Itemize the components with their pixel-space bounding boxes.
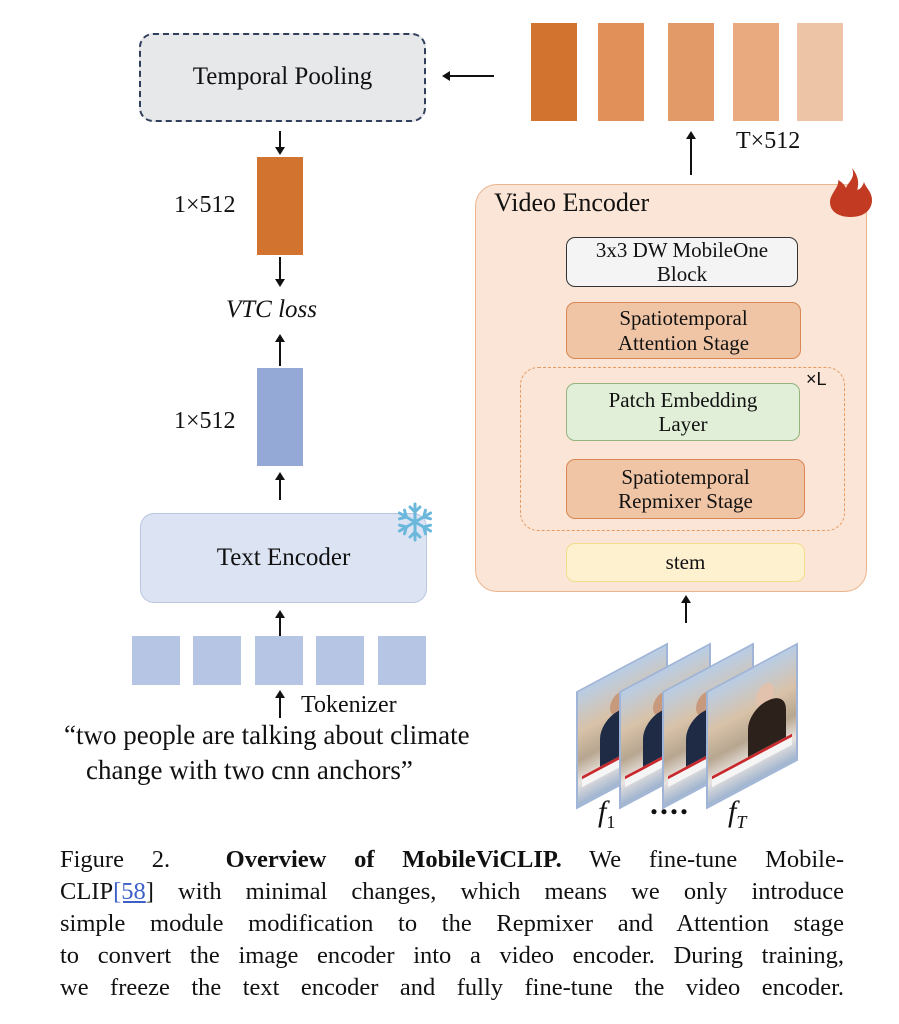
fire-icon <box>830 168 872 217</box>
attention-stage-block: Spatiotemporal Attention Stage <box>566 302 801 359</box>
text-feature-dim-label: 1×512 <box>174 408 236 434</box>
stem-block: stem <box>566 543 805 582</box>
arrow-features-to-pooling <box>442 71 494 81</box>
arrow-frames-to-encoder <box>681 595 691 623</box>
arrow-feature-to-loss <box>275 257 285 287</box>
frame-first-label: f1 <box>598 795 616 832</box>
repmixer-stage-block: Spatiotemporal Repmixer Stage <box>566 459 805 519</box>
video-feature-2 <box>598 23 644 121</box>
patch-embedding-line-2: Layer <box>658 412 708 436</box>
arrow-encoder-to-features <box>686 131 696 175</box>
attention-stage-line-2: Attention Stage <box>617 330 750 355</box>
mobileone-block-line-1: 3x3 DW MobileOne <box>595 237 769 262</box>
arrow-pooling-to-feature <box>275 131 285 155</box>
patch-embedding-line-1: Patch Embedding <box>608 387 758 412</box>
vtc-loss-label: VTC loss <box>226 296 318 323</box>
arrow-encoder-to-text-feature <box>275 472 285 500</box>
text-feature <box>257 368 303 466</box>
token-2 <box>193 636 241 685</box>
arrow-text-feature-to-loss <box>275 334 285 366</box>
token-1 <box>132 636 180 685</box>
caption-line-2: CLIP[58] with minimal changes, which mea… <box>60 878 844 905</box>
citation-link[interactable]: [58 <box>113 878 146 905</box>
video-feature-4 <box>733 23 779 121</box>
caption-line-1: Figure 2. Overview of MobileViCLIP. We f… <box>60 846 845 873</box>
caption-line-4: to convert the image encoder into a vide… <box>60 942 844 969</box>
pooled-feature-dim-label: 1×512 <box>174 192 236 218</box>
video-feature-1 <box>531 23 577 121</box>
repeat-group <box>520 367 845 531</box>
video-feature-5 <box>797 23 843 121</box>
frame-ellipsis: .... <box>650 785 690 821</box>
video-feature-3 <box>668 23 714 121</box>
token-3 <box>255 636 303 685</box>
attention-stage-line-1: Spatiotemporal <box>619 306 748 331</box>
token-4 <box>316 636 364 685</box>
video-encoder-title: Video Encoder <box>494 188 650 217</box>
repmixer-stage-line-2: Repmixer Stage <box>618 489 753 513</box>
stem-label: stem <box>665 550 706 575</box>
text-encoder-label: Text Encoder <box>216 543 351 571</box>
caption-line-3: simple module modification to the Repmix… <box>60 910 844 937</box>
caption-title: Overview of MobileViCLIP. <box>225 846 562 873</box>
figure-caption: Figure 2. Overview of MobileViCLIP. We f… <box>60 844 844 1004</box>
frame-last-label: fT <box>728 795 747 832</box>
snowflake-icon <box>395 502 435 542</box>
mobileone-block-line-2: Block <box>656 262 708 286</box>
caption-line-5: we freeze the text encoder and fully fin… <box>60 974 844 1001</box>
input-text-line-2: change with two cnn anchors” <box>86 755 413 785</box>
input-text-line-1: “two people are talking about climate <box>64 720 470 750</box>
video-feature-dim-label: T×512 <box>736 128 801 154</box>
patch-embedding-block: Patch Embedding Layer <box>566 383 800 441</box>
repeat-count-label: ×L <box>806 369 827 389</box>
repmixer-stage-line-1: Spatiotemporal <box>621 464 750 489</box>
mobileone-block: 3x3 DW MobileOne Block <box>566 237 798 287</box>
token-5 <box>378 636 426 685</box>
pooled-video-feature <box>257 157 303 255</box>
temporal-pooling-label: Temporal Pooling <box>192 63 373 91</box>
arrow-text-to-tokens <box>275 690 285 718</box>
tokenizer-label: Tokenizer <box>301 692 397 718</box>
text-encoder-box: Text Encoder <box>140 513 427 603</box>
arrow-tokens-to-encoder <box>275 610 285 636</box>
temporal-pooling-box: Temporal Pooling <box>139 33 426 122</box>
